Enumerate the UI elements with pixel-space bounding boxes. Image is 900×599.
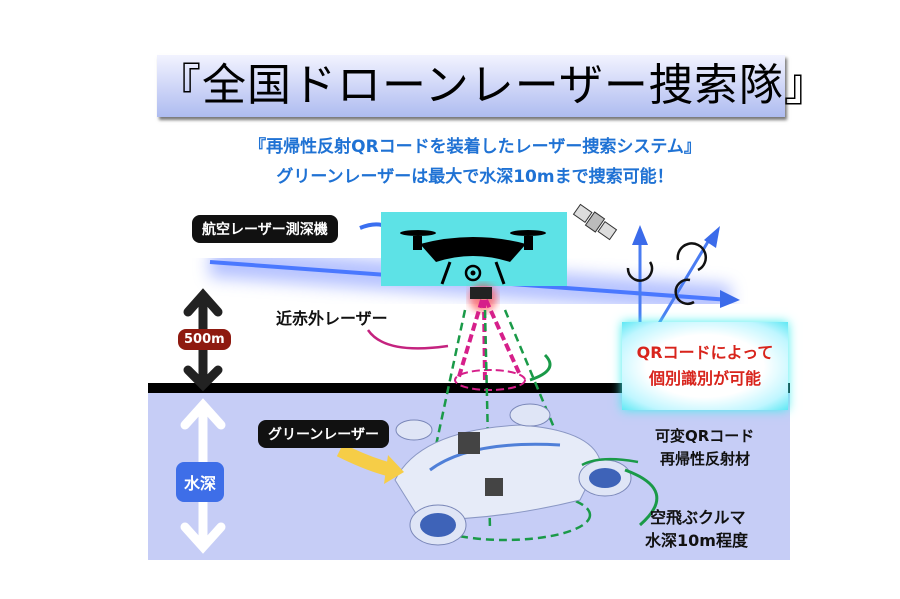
near-infrared-label: 近赤外レーザー xyxy=(276,309,388,328)
page-title: 『全国ドローンレーザー捜索隊』 xyxy=(157,55,828,117)
qr-line-2: 個別識別が可能 xyxy=(648,369,761,388)
flying-car-label: 空飛ぶクルマ xyxy=(650,508,746,527)
arrowhead-up xyxy=(632,225,648,245)
satellite-icon xyxy=(572,203,618,241)
qr-line-1: QRコードによって xyxy=(636,343,774,362)
yellow-arrow-head xyxy=(384,455,404,484)
water-surface-line xyxy=(148,383,790,393)
subtitle-green-laser: グリーンレーザーは最大で水深10mまで捜索可能！ xyxy=(276,167,674,187)
flight-arrow-head xyxy=(720,290,740,308)
rotation-arrows xyxy=(626,242,708,305)
variable-qr-label: 可変QRコード xyxy=(655,427,755,445)
altitude-badge: 500m xyxy=(178,329,231,350)
car-pointer xyxy=(624,468,659,527)
qr-identification-box: QRコードによって 個別識別が可能 xyxy=(622,322,788,410)
subtitle-system: 『再帰性反射QRコードを装着したレーザー捜索システム』 xyxy=(249,137,701,157)
retroreflective-label: 再帰性反射材 xyxy=(660,450,751,468)
flying-car-image xyxy=(394,403,632,546)
green-laser-label: グリーンレーザー xyxy=(258,420,390,448)
near-infrared-pointer xyxy=(366,329,449,350)
arrowhead-diag xyxy=(704,226,720,248)
depth-10m-label: 水深10m程度 xyxy=(645,531,748,550)
aerial-lidar-label: 航空レーザー測深機 xyxy=(192,215,338,243)
satellite-up-arrow xyxy=(638,234,714,331)
drone-icon xyxy=(400,230,546,285)
laser-emitter xyxy=(470,287,492,299)
green-rotation-arrow xyxy=(529,353,552,382)
qr-pointer xyxy=(581,457,639,467)
depth-badge: 水深 xyxy=(176,462,225,502)
